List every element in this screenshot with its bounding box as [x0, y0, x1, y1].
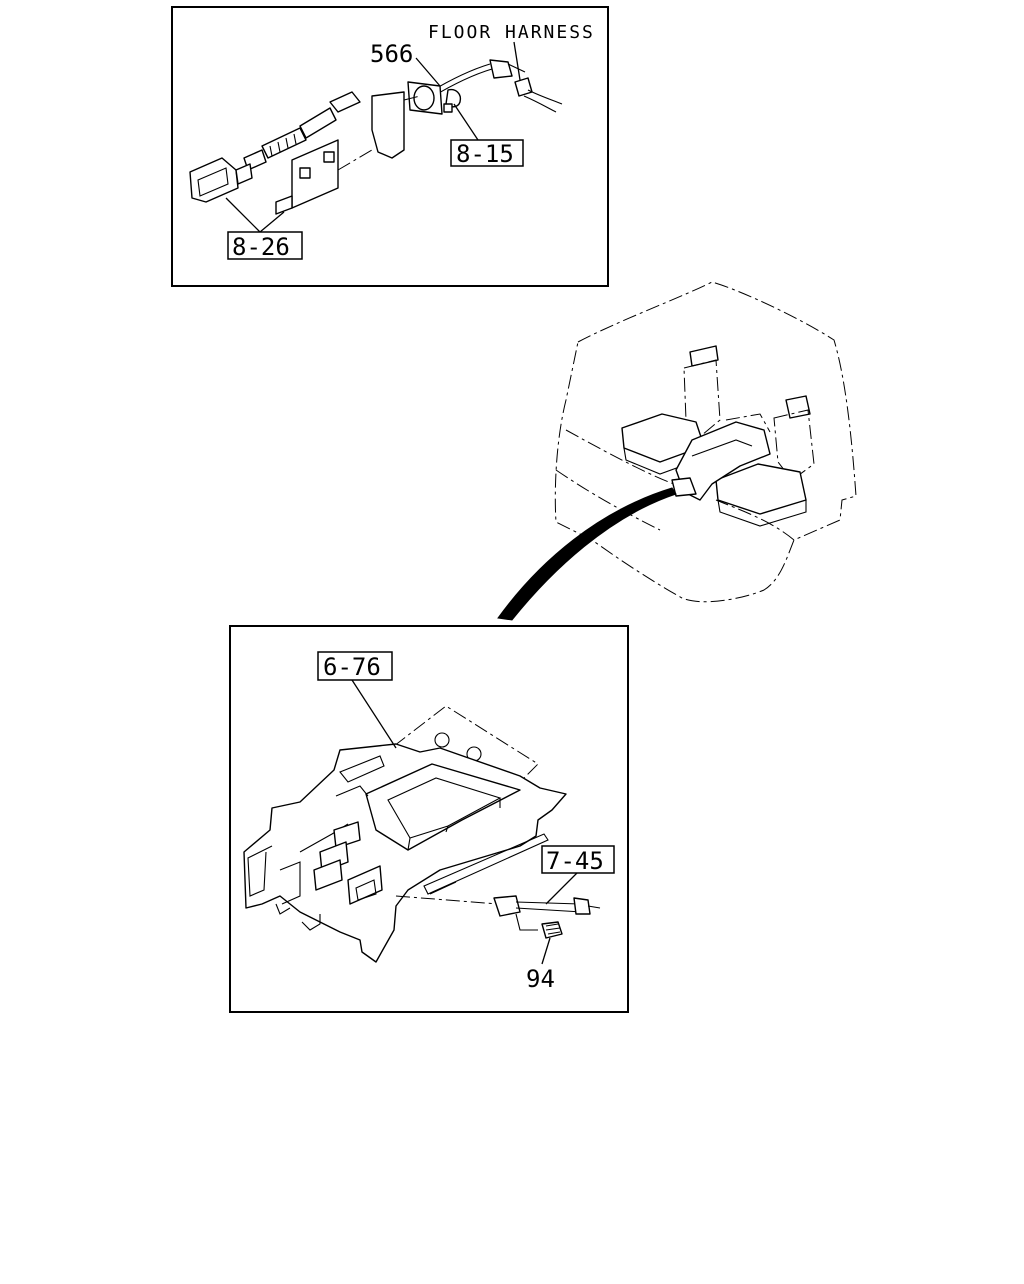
bolt-94 — [541, 921, 563, 965]
callout-box-6-76 — [317, 651, 393, 681]
right-seat — [715, 395, 815, 527]
control-knob — [189, 157, 253, 203]
floor-harness-wire — [429, 41, 563, 113]
bottom-inset: 6-76 7-45 94 — [229, 625, 629, 1013]
cab-center-console — [671, 413, 771, 501]
label-566: 566 — [370, 40, 413, 68]
mounting-bracket — [275, 91, 421, 215]
bottom-inset-frame — [229, 625, 629, 1013]
callout-box-8-15 — [450, 139, 524, 167]
left-seat — [621, 345, 721, 475]
detail-connector-band — [497, 487, 677, 621]
wire-clip-assembly — [493, 869, 601, 931]
label-6-76: 6-76 — [323, 653, 381, 681]
switch-unit — [407, 81, 462, 115]
floor-harness-label: FLOOR HARNESS — [428, 22, 595, 43]
callout-box-8-26 — [227, 231, 303, 260]
callout-box-7-45 — [541, 845, 615, 874]
top-inset-frame — [171, 6, 609, 287]
switch-panel — [313, 821, 383, 905]
top-inset: 566 FLOOR HARNESS 8-15 8-26 — [171, 6, 609, 287]
cab-overview — [497, 281, 857, 621]
label-7-45: 7-45 — [546, 847, 604, 875]
label-94: 94 — [526, 965, 555, 993]
console-assembly — [243, 705, 567, 963]
label-8-15: 8-15 — [456, 140, 514, 168]
label-8-26: 8-26 — [232, 233, 290, 261]
